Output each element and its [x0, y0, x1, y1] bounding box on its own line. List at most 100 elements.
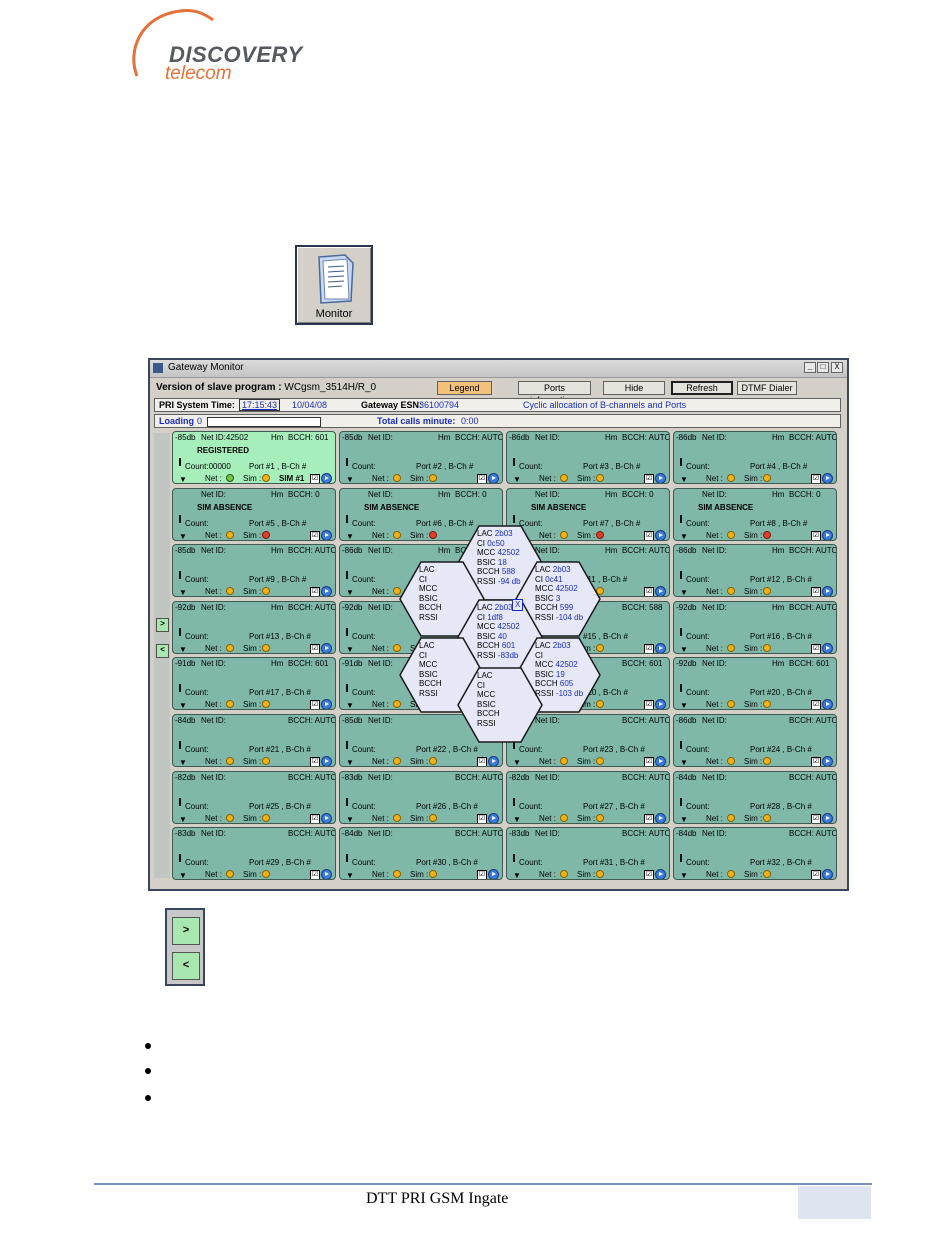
port-enable-checkbox[interactable]: ☑ — [310, 814, 320, 823]
port-enable-checkbox[interactable]: ☑ — [644, 644, 654, 653]
port-enable-checkbox[interactable]: ☑ — [811, 757, 821, 766]
play-icon[interactable] — [655, 813, 666, 823]
port-enable-checkbox[interactable]: ☑ — [811, 474, 821, 483]
play-icon[interactable] — [321, 869, 332, 879]
port-enable-checkbox[interactable]: ☑ — [644, 700, 654, 709]
port-enable-checkbox[interactable]: ☑ — [811, 644, 821, 653]
play-icon[interactable] — [488, 869, 499, 879]
prev-page-button[interactable]: < — [172, 952, 200, 980]
port-enable-checkbox[interactable]: ☑ — [644, 474, 654, 483]
port-enable-checkbox[interactable]: ☑ — [310, 531, 320, 540]
play-icon[interactable] — [822, 643, 833, 653]
cell-field-label: LAC — [535, 565, 551, 574]
play-icon[interactable] — [321, 813, 332, 823]
play-icon[interactable] — [321, 530, 332, 540]
port-enable-checkbox[interactable]: ☑ — [811, 587, 821, 596]
play-icon[interactable] — [488, 473, 499, 483]
port-enable-checkbox[interactable]: ☑ — [477, 870, 487, 879]
legend-button[interactable]: Legend — [437, 381, 492, 395]
port-enable-checkbox[interactable]: ☑ — [310, 587, 320, 596]
port-enable-checkbox[interactable]: ☑ — [811, 531, 821, 540]
side-prev-button[interactable]: < — [156, 644, 169, 658]
side-next-button[interactable]: > — [156, 618, 169, 632]
port-enable-checkbox[interactable]: ☑ — [477, 474, 487, 483]
port-tile[interactable]: BCCH: 588#15 , B-Ch #▼Net :Sim :☑ — [506, 601, 670, 654]
play-icon[interactable] — [655, 530, 666, 540]
port-enable-checkbox[interactable]: ☑ — [310, 644, 320, 653]
close-button[interactable]: X — [831, 362, 843, 373]
port-enable-checkbox[interactable]: ☑ — [811, 870, 821, 879]
port-tile[interactable]: BCCH: 601#10 , B-Ch #▼Net :Sim :☑ — [506, 657, 670, 710]
play-icon[interactable] — [822, 530, 833, 540]
play-icon[interactable] — [655, 756, 666, 766]
play-icon[interactable] — [655, 586, 666, 596]
port-enable-checkbox[interactable]: ☑ — [477, 587, 487, 596]
port-enable-checkbox[interactable]: ☑ — [310, 757, 320, 766]
play-icon[interactable] — [822, 869, 833, 879]
play-icon[interactable] — [321, 473, 332, 483]
play-icon[interactable] — [321, 643, 332, 653]
play-icon[interactable] — [822, 586, 833, 596]
port-enable-checkbox[interactable]: ☑ — [477, 757, 487, 766]
play-icon[interactable] — [488, 813, 499, 823]
play-icon[interactable] — [488, 586, 499, 596]
play-icon[interactable] — [321, 756, 332, 766]
port-enable-checkbox[interactable]: ☑ — [644, 587, 654, 596]
port-enable-checkbox[interactable]: ☑ — [811, 700, 821, 709]
next-page-button[interactable]: > — [172, 917, 200, 945]
maximize-button[interactable]: □ — [817, 362, 829, 373]
play-icon[interactable] — [822, 756, 833, 766]
play-icon[interactable] — [488, 756, 499, 766]
port-enable-checkbox[interactable]: ☑ — [310, 474, 320, 483]
play-icon[interactable] — [655, 699, 666, 709]
port-enable-checkbox[interactable]: ☑ — [644, 757, 654, 766]
play-icon[interactable] — [822, 813, 833, 823]
play-icon[interactable] — [655, 473, 666, 483]
hide-button[interactable]: Hide — [603, 381, 665, 395]
port-enable-checkbox[interactable]: ☑ — [310, 870, 320, 879]
port-enable-checkbox[interactable]: ☑ — [310, 700, 320, 709]
play-icon[interactable] — [822, 473, 833, 483]
play-icon[interactable] — [822, 699, 833, 709]
port-enable-checkbox[interactable]: ☑ — [644, 531, 654, 540]
play-icon[interactable] — [655, 643, 666, 653]
port-enable-checkbox[interactable]: ☑ — [644, 814, 654, 823]
close-icon[interactable]: X — [512, 599, 524, 611]
play-icon[interactable] — [321, 586, 332, 596]
refresh-button[interactable]: Refresh — [671, 381, 733, 395]
dtmf-dialer-button[interactable]: DTMF Dialer — [737, 381, 797, 395]
port-enable-checkbox[interactable]: ☑ — [477, 814, 487, 823]
monitor-button[interactable]: Monitor — [295, 245, 373, 325]
minimize-button[interactable]: _ — [804, 362, 816, 373]
port-enable-checkbox[interactable]: ☑ — [644, 870, 654, 879]
port-enable-checkbox[interactable]: ☑ — [811, 814, 821, 823]
play-icon[interactable] — [655, 869, 666, 879]
play-icon[interactable] — [321, 699, 332, 709]
ports-info-button[interactable]: Ports informations — [518, 381, 591, 405]
